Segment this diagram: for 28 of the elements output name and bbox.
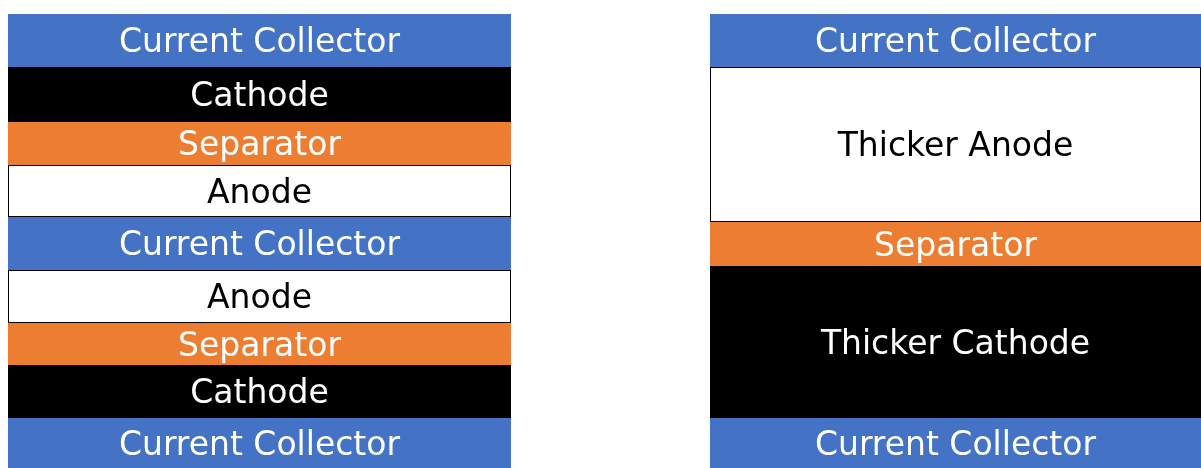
layer-band (8, 14, 511, 67)
layer-band (8, 365, 511, 418)
layer-band (8, 270, 511, 323)
layer-label: Anode (207, 280, 312, 313)
layer-band (8, 217, 511, 270)
layer-label: Separator (178, 127, 341, 160)
layer-band (8, 122, 511, 165)
layer-label: Anode (207, 174, 312, 208)
layer-label: Thicker Anode (837, 128, 1074, 161)
layer-label: Thicker Cathode (820, 325, 1091, 359)
layer-band (710, 222, 1201, 266)
layer-label: Current Collector (118, 227, 401, 260)
layer-label: Current Collector (814, 426, 1097, 460)
layer-band (710, 67, 1201, 222)
layer-label: Cathode (190, 78, 329, 111)
layer-label: Current Collector (118, 426, 401, 460)
layer-band (710, 14, 1201, 67)
layer-label: Current Collector (118, 24, 401, 57)
layer-label: Current Collector (814, 24, 1097, 57)
layer-label: Separator (874, 227, 1037, 261)
layer-band (710, 418, 1201, 468)
layer-band (8, 67, 511, 122)
layer-band (8, 323, 511, 365)
layer-band (710, 266, 1201, 418)
layer-label: Cathode (190, 375, 329, 408)
layer-band (8, 418, 511, 468)
layer-band (8, 165, 511, 217)
layer-label: Separator (178, 327, 341, 361)
